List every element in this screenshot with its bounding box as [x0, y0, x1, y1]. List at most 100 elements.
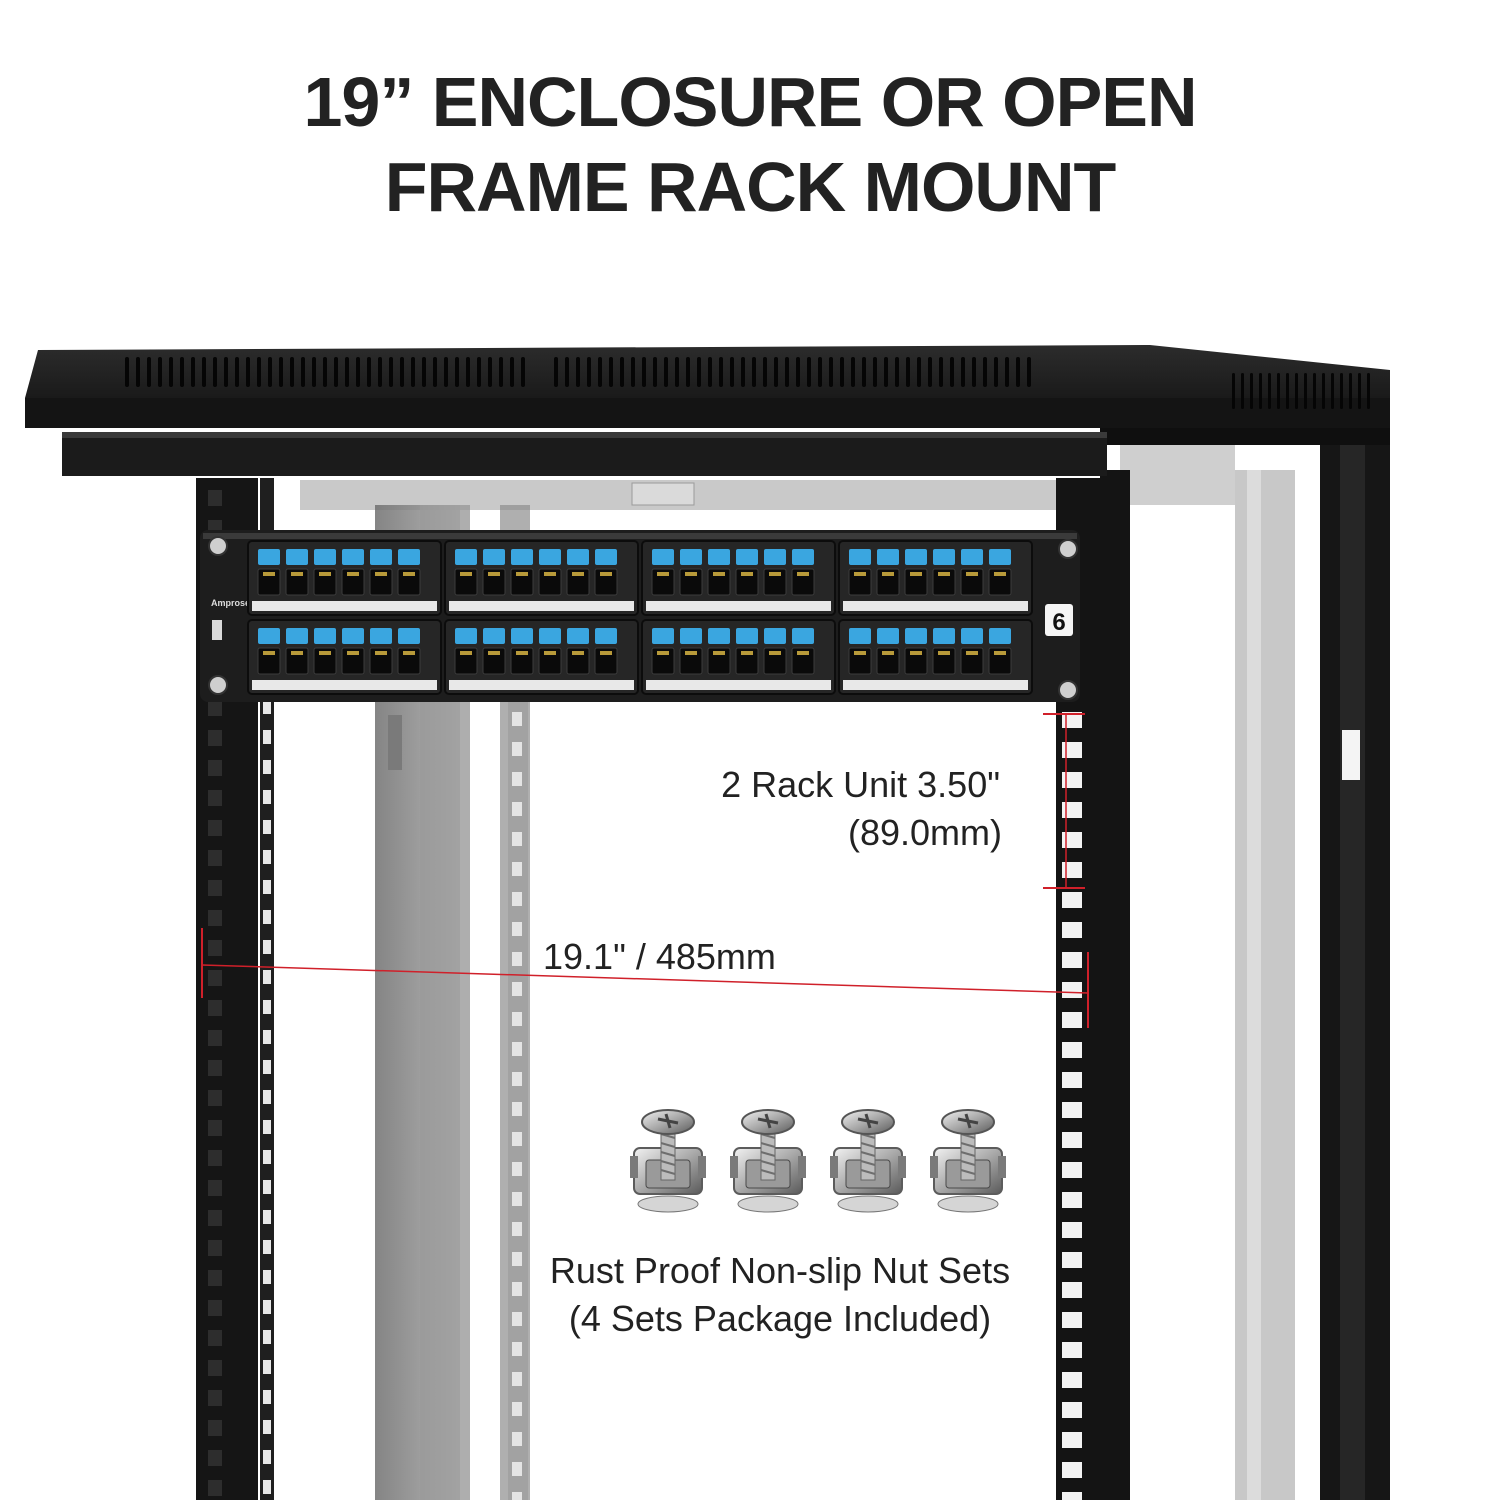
- vent-slot: [686, 357, 690, 387]
- rj45-contacts: [403, 651, 415, 655]
- rail-hole: [1062, 892, 1082, 908]
- rj45-contacts: [685, 572, 697, 576]
- rail-hole: [512, 892, 522, 906]
- rail-hole: [512, 1432, 522, 1446]
- rail-hole: [512, 1042, 522, 1056]
- rj45-contacts: [544, 651, 556, 655]
- screw-slot: [864, 1113, 872, 1129]
- port-color-tag: [595, 549, 617, 565]
- port-color-tag: [398, 549, 420, 565]
- vent-slot: [1322, 373, 1325, 409]
- cage-nut-clip: [898, 1156, 906, 1178]
- vent-slot: [367, 357, 371, 387]
- vent-slot: [1313, 373, 1316, 409]
- vent-slot: [730, 357, 734, 387]
- rj45-contacts: [882, 651, 894, 655]
- washer: [737, 1195, 799, 1213]
- screw-thread: [860, 1160, 876, 1166]
- rail-hole: [263, 730, 271, 744]
- port-color-tag: [764, 549, 786, 565]
- port-color-tag: [483, 549, 505, 565]
- vent-slot: [312, 357, 316, 387]
- panel-side-tab: [212, 620, 222, 640]
- vent-slot: [422, 357, 426, 387]
- rail-hole: [512, 1192, 522, 1206]
- port-color-tag: [567, 628, 589, 644]
- vent-slot: [741, 357, 745, 387]
- rail-hole: [1062, 1042, 1082, 1058]
- screw-thread: [960, 1142, 976, 1148]
- port-color-tag: [455, 549, 477, 565]
- screw-thread: [860, 1169, 876, 1175]
- brand-label: Amprose: [211, 598, 250, 608]
- vent-slot: [510, 357, 514, 387]
- vent-slot: [961, 357, 965, 387]
- vent-slot: [279, 357, 283, 387]
- rail-hole: [208, 850, 222, 866]
- rail-hole: [1062, 1492, 1082, 1500]
- rj45-contacts: [657, 651, 669, 655]
- vent-slot: [1005, 357, 1009, 387]
- screw-slot: [964, 1113, 972, 1129]
- rail-hole: [263, 1270, 271, 1284]
- rj45-contacts: [291, 572, 303, 576]
- port-color-tag: [286, 549, 308, 565]
- width-dim-line: [201, 964, 1089, 994]
- rail-hole: [208, 1180, 222, 1196]
- page-title-line-2: FRAME RACK MOUNT: [384, 148, 1117, 226]
- vent-slot: [598, 357, 602, 387]
- rail-hole: [263, 1180, 271, 1194]
- vent-slot: [1268, 373, 1271, 409]
- right-back-post-face: [1340, 440, 1365, 1500]
- rj45-contacts: [572, 572, 584, 576]
- rail-hole: [1062, 922, 1082, 938]
- rail-hole: [208, 1060, 222, 1076]
- port-number-strip: [843, 601, 1028, 611]
- vent-slot: [642, 357, 646, 387]
- top-vents-right: [1232, 373, 1370, 409]
- vent-slot: [1358, 373, 1361, 409]
- port-modules: [247, 540, 1033, 695]
- rj45-contacts: [319, 572, 331, 576]
- rail-hole: [512, 1222, 522, 1236]
- rail-hole: [263, 790, 271, 804]
- port-color-tag: [708, 549, 730, 565]
- vent-slot: [851, 357, 855, 387]
- rail-hole: [263, 880, 271, 894]
- top-vents-left: [125, 357, 1031, 387]
- rail-hole: [263, 820, 271, 834]
- rail-hole: [1062, 1192, 1082, 1208]
- vent-slot: [1367, 373, 1370, 409]
- vent-slot: [906, 357, 910, 387]
- rj45-contacts: [966, 651, 978, 655]
- vent-slot: [301, 357, 305, 387]
- port-color-tag: [342, 549, 364, 565]
- rj45-contacts: [713, 572, 725, 576]
- rj45-contacts: [938, 651, 950, 655]
- port-color-tag: [680, 549, 702, 565]
- vent-slot: [807, 357, 811, 387]
- height-dimension-line-1: 2 Rack Unit 3.50": [721, 764, 1000, 805]
- port-number-strip: [646, 601, 831, 611]
- rear-far-post: [1235, 470, 1295, 1500]
- screw-thread: [760, 1151, 776, 1157]
- rail-hole: [208, 700, 222, 716]
- rj45-contacts: [516, 651, 528, 655]
- vent-slot: [763, 357, 767, 387]
- vent-slot: [983, 357, 987, 387]
- vent-slot: [477, 357, 481, 387]
- vent-slot: [411, 357, 415, 387]
- vent-slot: [290, 357, 294, 387]
- vent-slot: [939, 357, 943, 387]
- vent-slot: [169, 357, 173, 387]
- nut-sets-caption-line-2: (4 Sets Package Included): [568, 1298, 992, 1339]
- rail-hole: [1062, 772, 1082, 788]
- rj45-contacts: [713, 651, 725, 655]
- vent-slot: [862, 357, 866, 387]
- port-number-strip: [252, 680, 437, 690]
- port-color-tag: [286, 628, 308, 644]
- rail-hole: [512, 712, 522, 726]
- screw-thread: [960, 1160, 976, 1166]
- rail-hole: [512, 1462, 522, 1476]
